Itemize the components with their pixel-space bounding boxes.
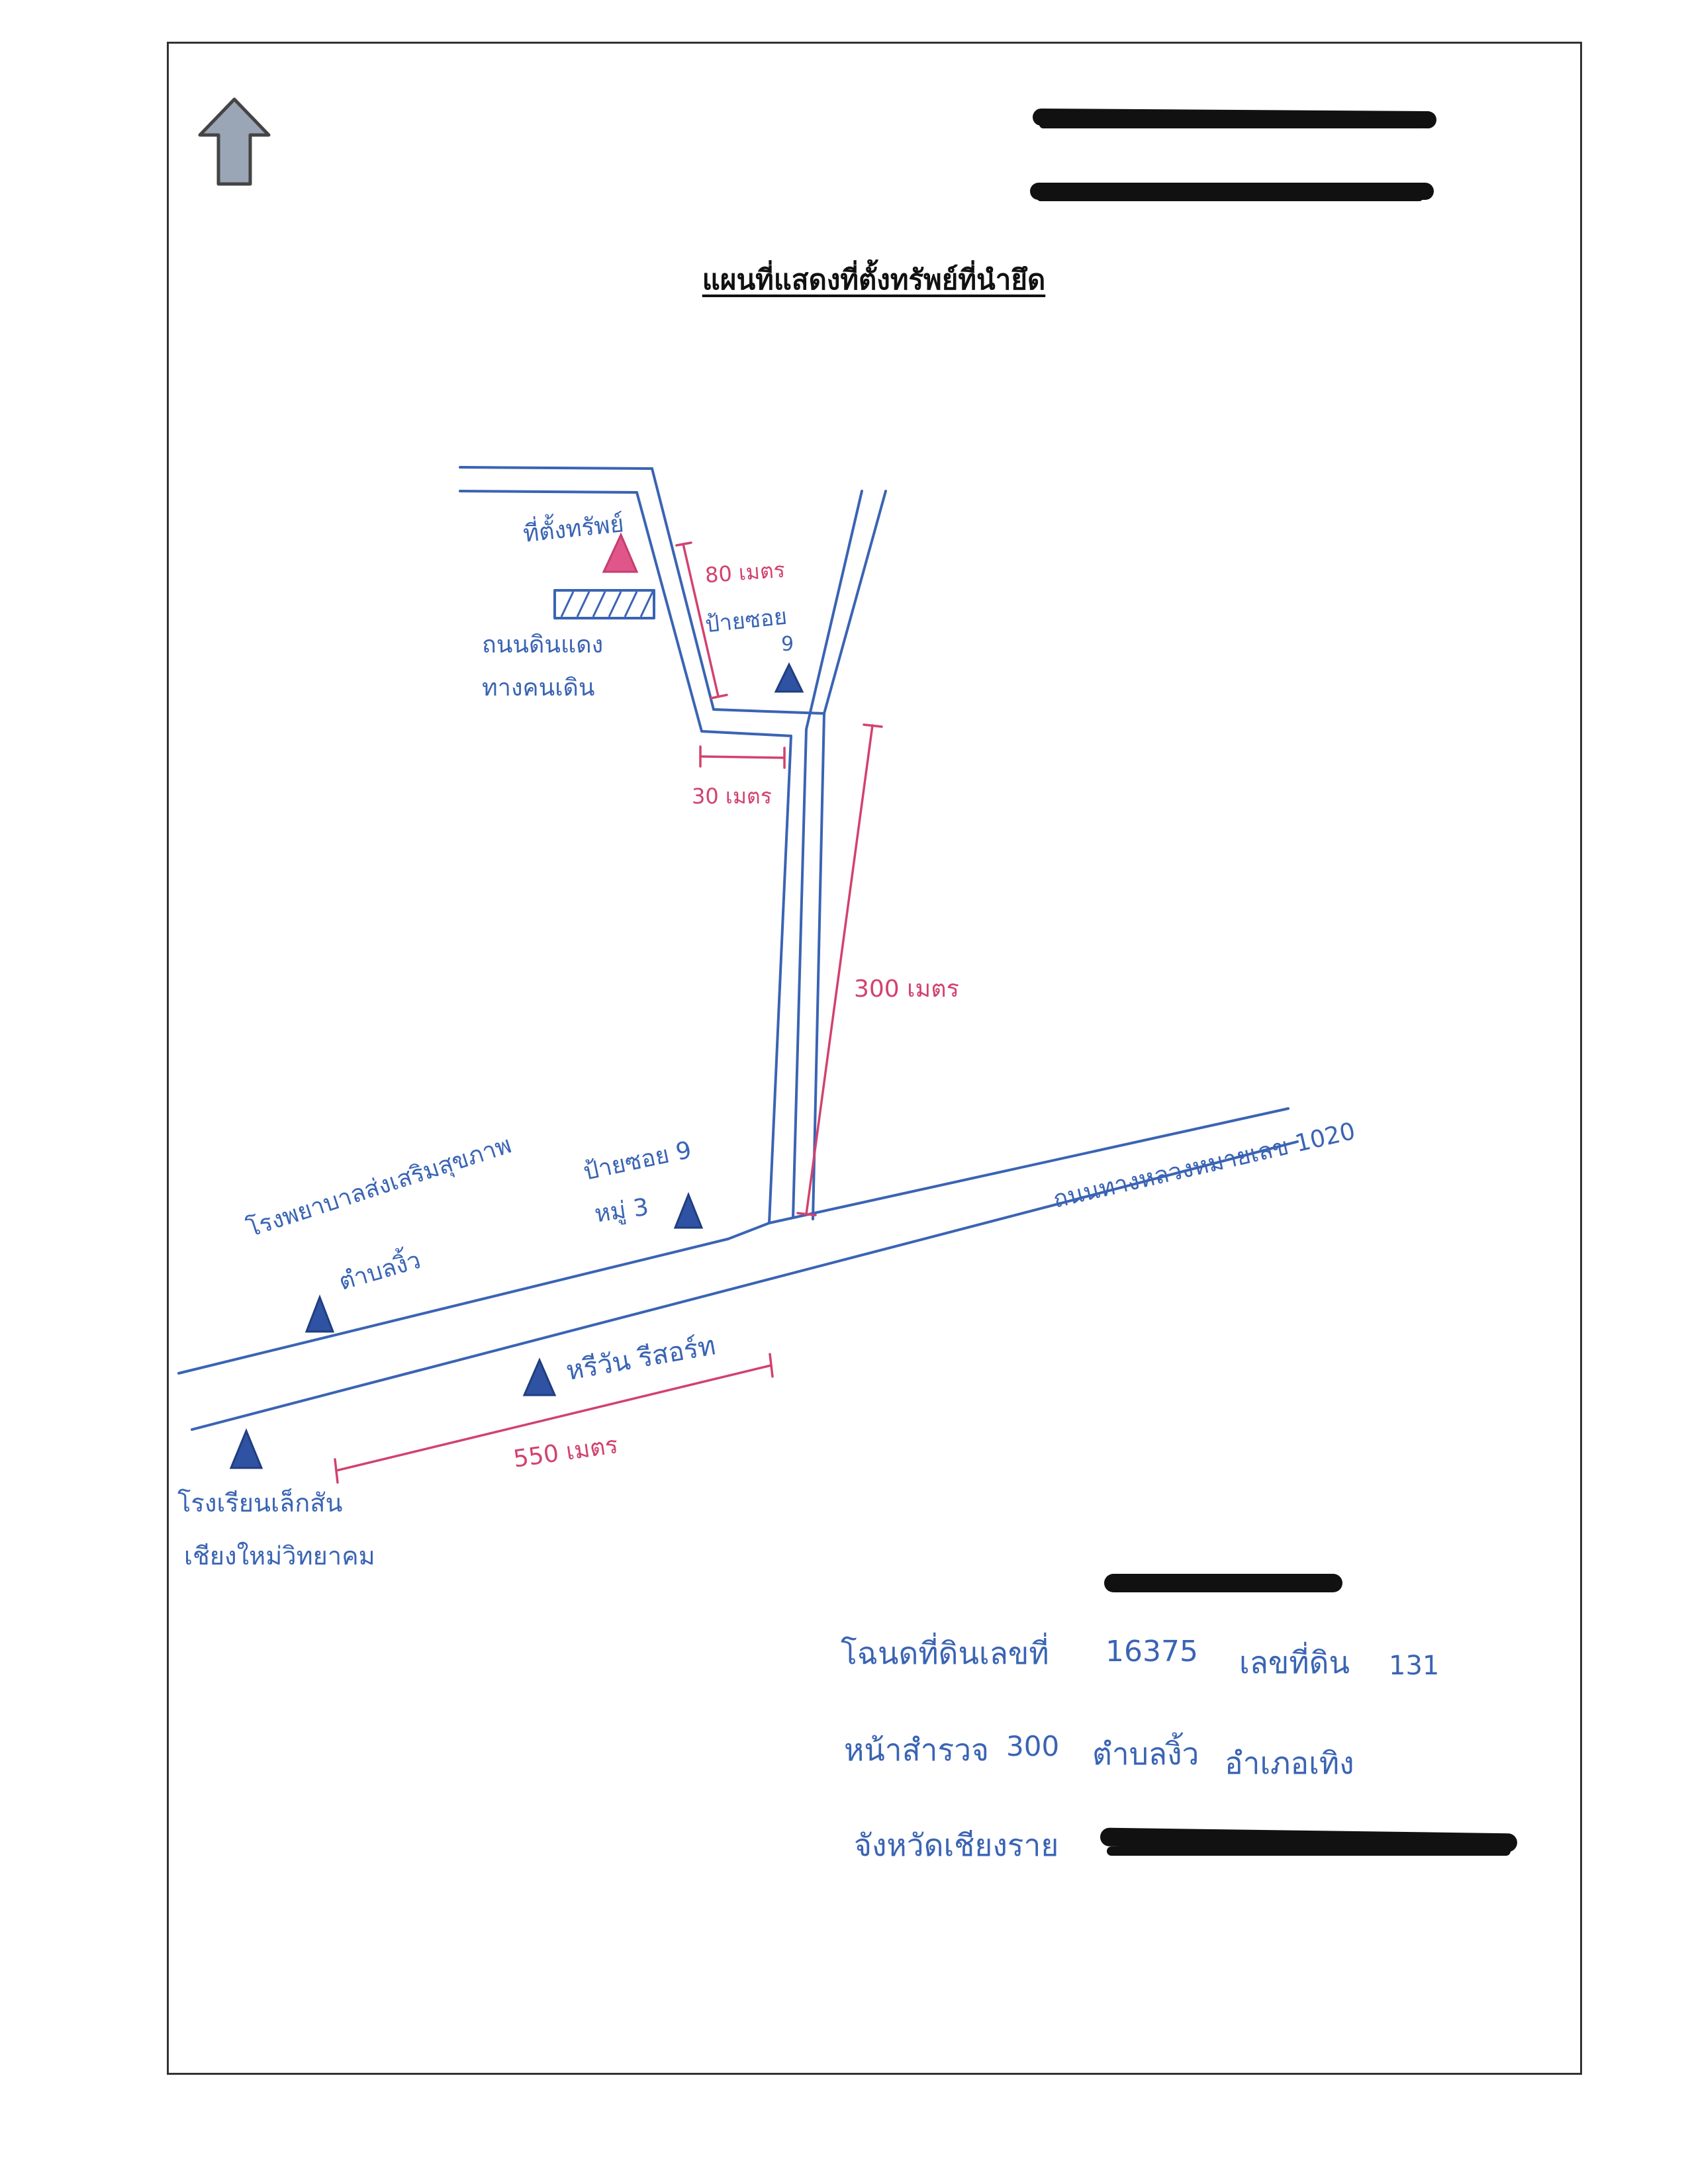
school-label-1: โรงเรียนเล็กสัน (177, 1488, 343, 1518)
dimension-30m-label: 30 เมตร (692, 784, 772, 809)
top-road-lower-edge (459, 490, 638, 494)
dimension-80m-label: 80 เมตร (704, 557, 786, 588)
dim-300-line (805, 724, 874, 1216)
landmark-triangle-icon (305, 1294, 335, 1333)
property-triangle-icon (602, 532, 639, 573)
top-road-upper-edge (459, 466, 653, 470)
highway-upper-edge (177, 1238, 729, 1375)
soi-right-edge (792, 490, 863, 1219)
soi-right-branch (823, 490, 887, 715)
landmark-triangle-icon (673, 1191, 704, 1229)
landmark-triangle-icon (774, 662, 804, 693)
dimension-300m-label: 300 เมตร (854, 976, 959, 1003)
province-label: จังหวัดเชียงราย (854, 1827, 1059, 1863)
redacted-header-line-2b (1037, 193, 1423, 201)
parcel-number: 131 (1389, 1651, 1440, 1681)
north-arrow-icon (198, 97, 271, 186)
deed-line-1-label: โฉนดที่ดินเลขที่ (841, 1635, 1049, 1671)
soi-sign-bottom-moo: หมู่ 3 (592, 1193, 651, 1228)
survey-number: 300 (1006, 1730, 1060, 1762)
landmark-triangle-icon (522, 1357, 557, 1396)
dirt-road-label: ถนนดินแดง (482, 631, 604, 659)
soi-inner-right (812, 712, 825, 1220)
survey-label: หน้าสำรวจ (844, 1732, 989, 1768)
highway-lower-edge (191, 1140, 1299, 1431)
deed-number: 16375 (1105, 1635, 1198, 1668)
soi-left-edge-upper (651, 467, 825, 715)
subdistrict-label: ตำบลงิ้ว (1092, 1736, 1199, 1772)
soi-inner-left (635, 491, 792, 1240)
landmark-triangle-icon (229, 1428, 263, 1469)
redacted-owner-line-b (1107, 1846, 1511, 1856)
district-label: อำเภอเทิง (1225, 1745, 1354, 1781)
page-title: แผนที่แสดงที่ตั้งทรัพย์ที่นำยึด (702, 263, 1046, 296)
dim-30-line (699, 755, 786, 759)
school-label-2: เชียงใหม่วิทยาคม (184, 1541, 375, 1570)
document-frame (167, 42, 1582, 2075)
parcel-label: เลขที่ดิน (1239, 1645, 1350, 1680)
redacted-stamp-line (1104, 1574, 1342, 1592)
soi-sign-top-number: 9 (781, 633, 794, 656)
redacted-header-line-1b (1039, 120, 1423, 128)
footpath-label: ทางคนเดิน (482, 674, 595, 702)
footpath-hatch-box (553, 589, 655, 619)
highway-upper-edge-right (768, 1107, 1289, 1224)
dim-80-line (682, 543, 720, 698)
dim-550-line (335, 1364, 773, 1472)
